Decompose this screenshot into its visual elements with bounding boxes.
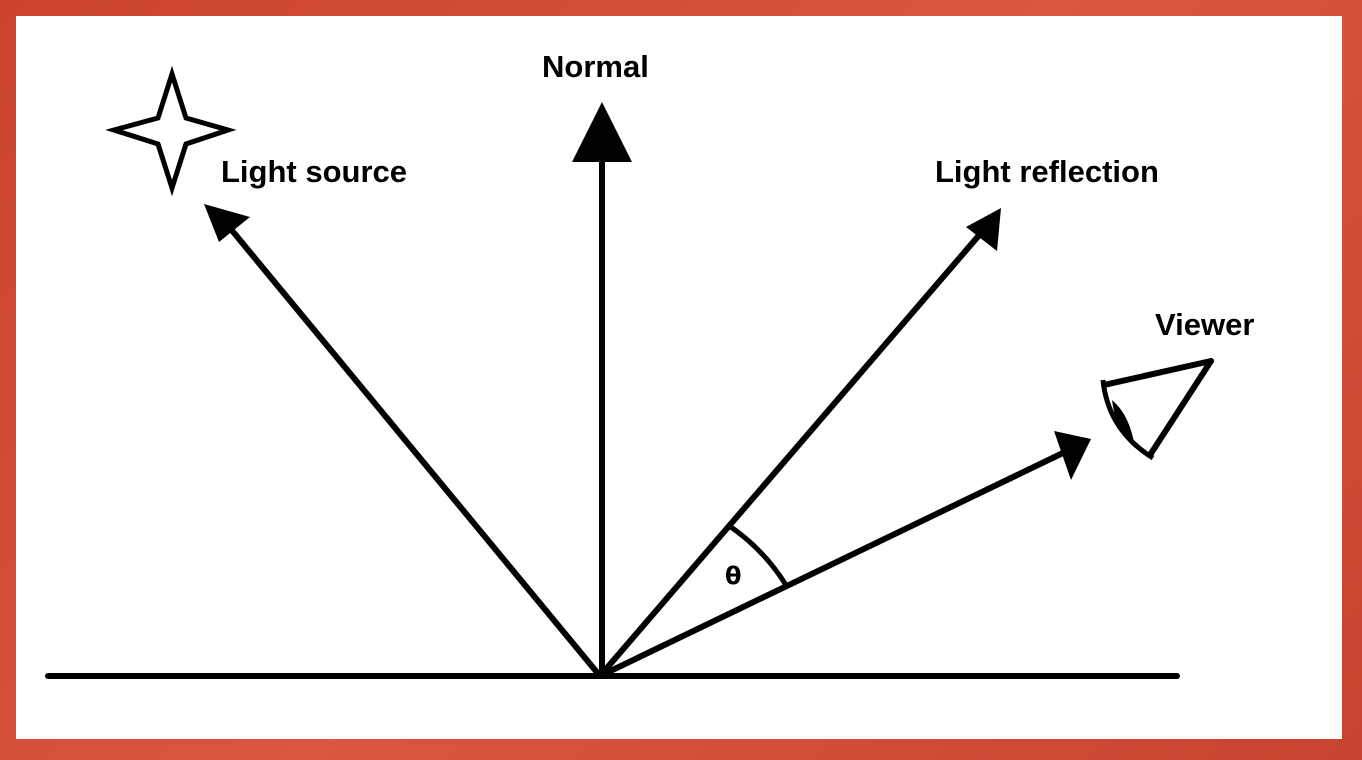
diagram-canvas bbox=[16, 16, 1342, 739]
light-source-arrow bbox=[204, 204, 603, 678]
four-point-star-icon bbox=[105, 65, 237, 197]
light-reflection-arrow bbox=[597, 208, 1001, 678]
normal-arrow bbox=[572, 102, 632, 676]
light-reflection-label: Light reflection bbox=[935, 154, 1159, 189]
eye-icon bbox=[1100, 358, 1214, 461]
angle-arc bbox=[726, 522, 789, 587]
viewer-arrow bbox=[598, 431, 1091, 679]
light-source-label: Light source bbox=[221, 154, 407, 189]
normal-label: Normal bbox=[542, 49, 649, 84]
viewer-label: Viewer bbox=[1155, 307, 1254, 342]
angle-theta-label: θ bbox=[725, 562, 742, 590]
